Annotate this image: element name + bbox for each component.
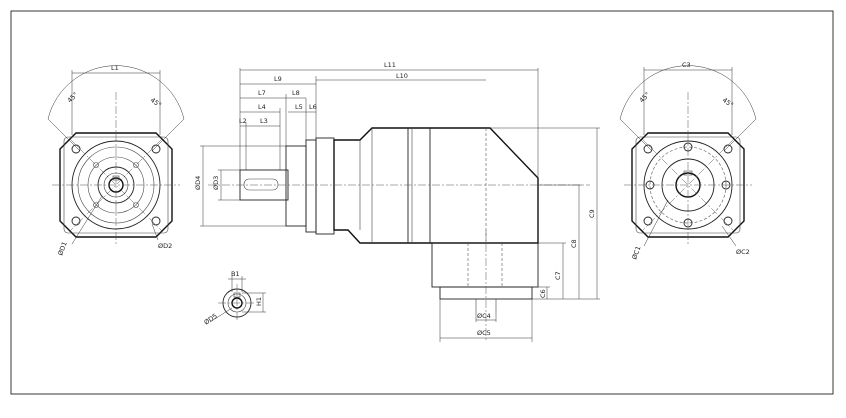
output-bolt-hole-tr — [723, 144, 733, 154]
dim-l2: L2 — [239, 117, 247, 125]
dim-l3: L3 — [260, 117, 268, 125]
front-angle-leg-l — [47, 118, 81, 152]
front-bolt-hole-br — [151, 216, 161, 226]
front-angle-leg-r — [151, 118, 185, 152]
output-c1-leader — [643, 199, 669, 247]
output-bolt-hole-bl — [643, 216, 653, 226]
side-shaft-key — [243, 178, 279, 191]
dim-c4: ØC4 — [477, 312, 491, 320]
front-bolt-hole-tl — [71, 144, 81, 154]
dim-c6: C6 — [539, 289, 547, 298]
sheet-border — [10, 10, 834, 395]
side-flange-step-2 — [305, 139, 317, 233]
dim-l5: L5 — [295, 103, 303, 111]
dim-l1: L1 — [111, 64, 119, 72]
front-small-hole-2 — [133, 162, 139, 168]
detail-key — [233, 292, 241, 298]
side-output-housing — [431, 242, 539, 288]
dim-d1: ØD1 — [56, 241, 68, 257]
dim-l9: L9 — [274, 75, 282, 83]
front-angle-arc — [47, 65, 185, 120]
shaft-detail: B1 H1 ØD5 — [203, 270, 266, 327]
output-angle-leg-l — [619, 118, 653, 152]
dim-front-angle-right: 45° — [149, 96, 163, 109]
output-angle-arc — [619, 65, 757, 120]
dim-d3: ØD3 — [212, 176, 220, 190]
dim-output-angle-left: 45° — [638, 91, 652, 105]
front-view: L1 45° 45° ØD1 ØD2 — [47, 64, 185, 257]
dim-l4: L4 — [258, 103, 266, 111]
dim-c3: C3 — [682, 61, 691, 69]
output-diag-1 — [641, 138, 735, 232]
dim-l7: L7 — [258, 89, 266, 97]
dim-c5: ØC5 — [477, 329, 491, 337]
output-angle-leg-r — [723, 118, 757, 152]
side-body-outline — [333, 127, 539, 244]
output-flange-outline — [631, 132, 745, 238]
dim-l6: L6 — [309, 103, 317, 111]
front-bolt-hole-tr — [151, 144, 161, 154]
dim-front-angle-left: 45° — [66, 91, 80, 105]
front-small-hole-3 — [93, 202, 99, 208]
output-c2-leader — [721, 225, 737, 247]
front-small-hole-1 — [93, 162, 99, 168]
front-small-hole-4 — [133, 202, 139, 208]
front-d2-leader — [151, 223, 159, 241]
front-bolt-hole-bl — [71, 216, 81, 226]
dim-d5: ØD5 — [203, 312, 219, 327]
dim-l10: L10 — [396, 72, 408, 80]
dim-c8: C8 — [570, 239, 578, 248]
dim-l11: L11 — [384, 61, 396, 69]
front-flange-outline — [59, 132, 173, 238]
dim-b1: B1 — [231, 270, 240, 278]
dim-l8: L8 — [292, 89, 300, 97]
dim-d2: ØD2 — [158, 242, 172, 250]
output-keyway — [683, 170, 693, 176]
front-diag-2 — [69, 138, 163, 232]
dim-output-angle-right: 45° — [721, 96, 735, 109]
side-view: L11 L10 L9 L7 L8 L4 L5 L6 L2 L3 ØD4 ØD3 — [194, 61, 600, 342]
side-flange-step-3 — [315, 137, 335, 235]
output-diag-2 — [641, 138, 735, 232]
output-bolt-hole-tl — [643, 144, 653, 154]
side-flange-step-1 — [285, 145, 307, 227]
dim-c7: C7 — [554, 271, 562, 280]
dim-c2: ØC2 — [736, 248, 750, 256]
dim-c1: ØC1 — [630, 245, 642, 261]
dim-c9: C9 — [588, 209, 596, 218]
dim-d4: ØD4 — [194, 176, 202, 190]
front-diag-1 — [69, 138, 163, 232]
output-view: C3 45° 45° ØC1 ØC2 — [619, 61, 757, 261]
detail-d5-leader — [209, 307, 233, 323]
front-d1-leader — [71, 195, 103, 245]
dim-h1: H1 — [255, 297, 263, 306]
output-bolt-hole-br — [723, 216, 733, 226]
